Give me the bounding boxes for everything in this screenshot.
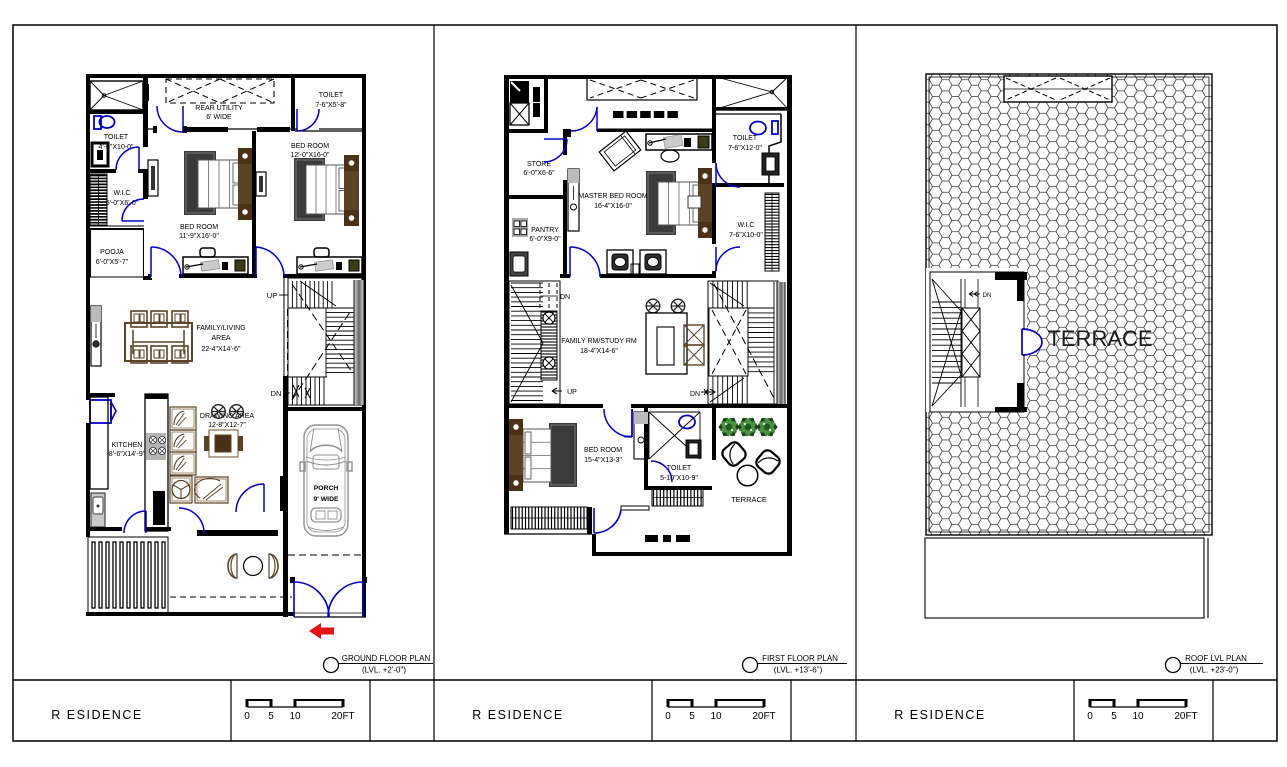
svg-text:R ESIDENCE: R ESIDENCE (51, 708, 142, 722)
svg-text:POOJA: POOJA (100, 249, 124, 256)
svg-text:FIRST FLOOR PLAN: FIRST FLOOR PLAN (762, 654, 838, 663)
svg-text:TOILET: TOILET (104, 134, 129, 141)
svg-text:15-4"X13-3": 15-4"X13-3" (584, 457, 622, 464)
svg-text:DN: DN (560, 294, 570, 301)
svg-text:PANTRY: PANTRY (531, 227, 559, 234)
svg-text:W.I.C: W.I.C (113, 190, 130, 197)
svg-text:22-4"X14'-6": 22-4"X14'-6" (202, 346, 242, 353)
svg-text:12'-0"X16-0": 12'-0"X16-0" (291, 152, 331, 159)
svg-text:UP: UP (267, 291, 277, 300)
svg-text:ROOF LVL PLAN: ROOF LVL PLAN (1185, 654, 1247, 663)
svg-text:5-10"X10-9": 5-10"X10-9" (660, 475, 698, 482)
svg-text:W.I.C: W.I.C (737, 222, 754, 229)
svg-text:5: 5 (268, 711, 274, 722)
svg-text:20FT: 20FT (752, 711, 775, 722)
svg-text:7-6"X12-0": 7-6"X12-0" (728, 145, 762, 152)
svg-text:TERRACE: TERRACE (1047, 326, 1152, 351)
svg-text:REAR UTILITY: REAR UTILITY (195, 105, 243, 112)
svg-text:5: 5 (689, 711, 695, 722)
svg-text:10: 10 (710, 711, 722, 722)
svg-text:(LVL. +23'-0"): (LVL. +23'-0") (1190, 666, 1239, 675)
svg-text:0: 0 (665, 711, 671, 722)
svg-text:PORCH: PORCH (314, 485, 339, 492)
svg-text:12-8"X12-7": 12-8"X12-7" (208, 422, 246, 429)
svg-text:TOILET: TOILET (319, 92, 344, 99)
svg-text:8'-6"X14'-9": 8'-6"X14'-9" (109, 451, 146, 458)
svg-text:(LVL. +2'-0"): (LVL. +2'-0") (362, 666, 406, 675)
svg-text:FAMILY/LIVING: FAMILY/LIVING (196, 325, 245, 332)
svg-text:6'-0"X6'-0": 6'-0"X6'-0" (106, 200, 139, 207)
svg-text:KITCHEN: KITCHEN (112, 442, 143, 449)
svg-text:7-6"X10-0": 7-6"X10-0" (729, 232, 763, 239)
svg-text:TOILET: TOILET (733, 135, 758, 142)
svg-text:R ESIDENCE: R ESIDENCE (472, 708, 563, 722)
svg-text:DN: DN (271, 389, 282, 398)
svg-text:BED ROOM: BED ROOM (291, 143, 329, 150)
svg-text:STORE: STORE (527, 161, 551, 168)
svg-text:BED ROOM: BED ROOM (584, 447, 622, 454)
svg-text:6' WIDE: 6' WIDE (206, 114, 232, 121)
svg-text:DN: DN (983, 293, 992, 299)
svg-text:7-6"X5'-8": 7-6"X5'-8" (315, 102, 347, 109)
svg-text:5: 5 (1111, 711, 1117, 722)
svg-text:0: 0 (244, 711, 250, 722)
svg-text:DN: DN (690, 391, 700, 398)
svg-text:6'-0"X9-0": 6'-0"X9-0" (529, 236, 561, 243)
svg-text:4'-0"X10-0": 4'-0"X10-0" (98, 144, 134, 151)
svg-text:20FT: 20FT (331, 711, 354, 722)
svg-text:16-4"X16-0": 16-4"X16-0" (594, 203, 632, 210)
svg-text:UP: UP (567, 389, 577, 396)
svg-text:10: 10 (1132, 711, 1144, 722)
svg-text:18-4"X14-6": 18-4"X14-6" (580, 348, 618, 355)
svg-text:FAMILY RM/STUDY RM: FAMILY RM/STUDY RM (561, 338, 637, 345)
svg-text:6'-0"X6-6": 6'-0"X6-6" (523, 170, 555, 177)
svg-text:BED ROOM: BED ROOM (180, 224, 218, 231)
svg-text:6'-0"X5'-7": 6'-0"X5'-7" (96, 259, 129, 266)
svg-text:DRAWING AREA: DRAWING AREA (200, 413, 255, 420)
svg-text:0: 0 (1087, 711, 1093, 722)
svg-text:MASTER BED ROOM: MASTER BED ROOM (578, 193, 647, 200)
svg-text:9' WIDE: 9' WIDE (313, 496, 338, 503)
svg-text:TOILET: TOILET (667, 465, 692, 472)
svg-text:AREA: AREA (211, 335, 230, 342)
svg-text:10: 10 (289, 711, 301, 722)
svg-text:R ESIDENCE: R ESIDENCE (894, 708, 985, 722)
svg-text:TERRACE: TERRACE (731, 495, 767, 504)
svg-text:GROUND FLOOR PLAN: GROUND FLOOR PLAN (342, 654, 431, 663)
svg-text:11'-9"X16'-0": 11'-9"X16'-0" (179, 233, 219, 240)
svg-text:(LVL. +13'-6"): (LVL. +13'-6") (774, 666, 823, 675)
svg-text:20FT: 20FT (1174, 711, 1197, 722)
